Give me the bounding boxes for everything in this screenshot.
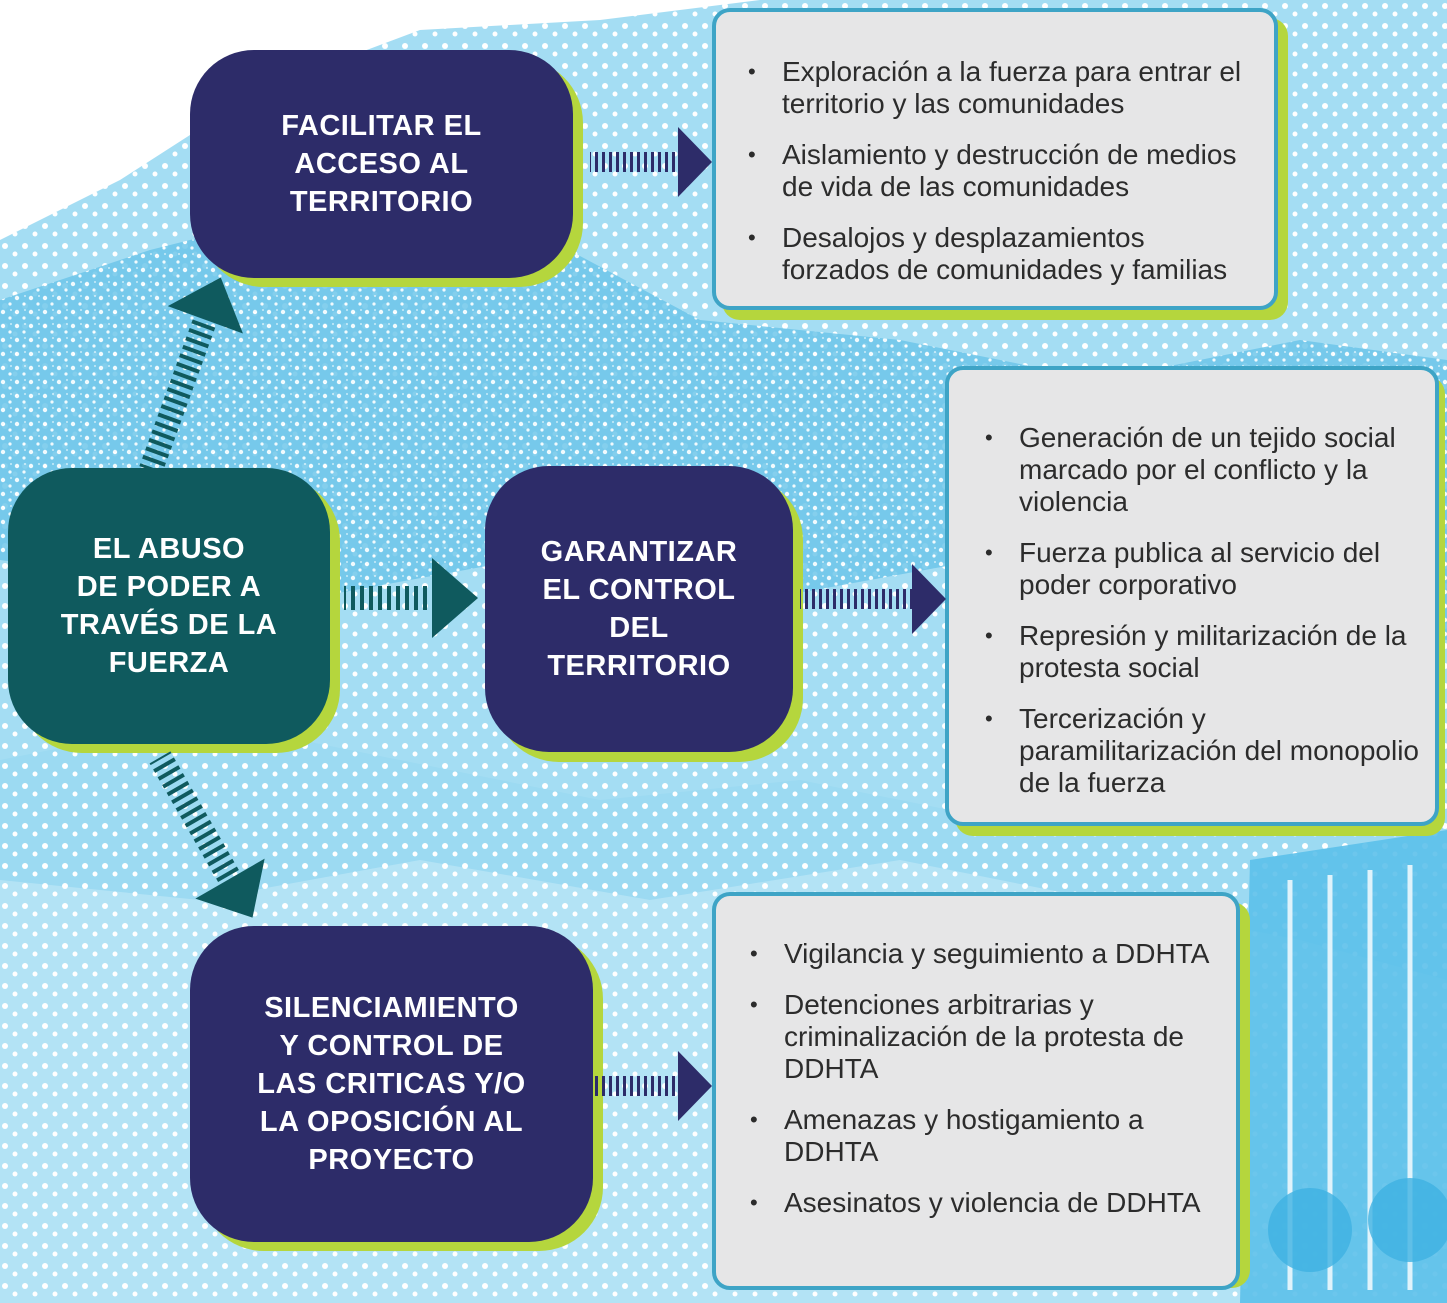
bullet-icon: •	[985, 623, 993, 648]
list-item: •Fuerza publica al servicio del poder co…	[985, 537, 1381, 600]
bullet-icon: •	[750, 992, 758, 1017]
list-item: •Exploración a la fuerza para entrar el …	[748, 56, 1242, 119]
access-list-box: •Exploración a la fuerza para entrar el …	[712, 8, 1278, 310]
bullet-icon: •	[748, 142, 756, 167]
access-node-label: FACILITAR EL ACCESO AL TERRITORIO	[281, 110, 482, 218]
silencing-node-label: SILENCIAMIENTO Y CONTROL DE LAS CRITICAS…	[257, 992, 526, 1176]
list-item: • Represión y militarización de la prote…	[985, 620, 1407, 683]
control-node: GARANTIZAR EL CONTROL DEL TERRITORIO	[485, 466, 793, 752]
center-node-label: EL ABUSO DE PODER A TRAVÉS DE LA FUERZA	[60, 533, 278, 679]
list-item: •Aislamiento y destrucción de medios de …	[748, 139, 1237, 202]
bullet-icon: •	[750, 1190, 758, 1215]
silencing-node: SILENCIAMIENTO Y CONTROL DE LAS CRITICAS…	[190, 926, 593, 1242]
list-item: • Vigilancia y seguimiento a DDHTA	[750, 938, 1210, 969]
access-node: FACILITAR EL ACCESO AL TERRITORIO	[190, 50, 573, 278]
center-node: EL ABUSO DE PODER A TRAVÉS DE LA FUERZA	[8, 468, 330, 744]
bullet-icon: •	[748, 225, 756, 250]
list-item: • Asesinatos y violencia de DDHTA	[750, 1187, 1201, 1218]
silencing-list: • Vigilancia y seguimiento a DDHTA • Det…	[742, 938, 1216, 1219]
list-item: •Desalojos y desplazamientos forzados de…	[748, 222, 1228, 285]
bullet-icon: •	[750, 941, 758, 966]
bullet-icon: •	[985, 706, 993, 731]
bullet-icon: •	[748, 59, 756, 84]
control-list-box: •Generación de un tejido social marcado …	[945, 366, 1439, 826]
bullet-icon: •	[985, 425, 993, 450]
control-node-label: GARANTIZAR EL CONTROL DEL TERRITORIO	[540, 536, 738, 682]
list-item: •Tercerización y paramilitarización del …	[985, 703, 1419, 798]
list-item: • Detenciones arbitrarias y criminalizac…	[750, 989, 1184, 1084]
silencing-list-box: • Vigilancia y seguimiento a DDHTA • Det…	[712, 892, 1240, 1290]
control-list: •Generación de un tejido social marcado …	[977, 422, 1419, 799]
list-item: •Generación de un tejido social marcado …	[985, 422, 1396, 517]
list-item: • Amenazas y hostigamiento a DDHTA	[750, 1104, 1144, 1167]
access-list: •Exploración a la fuerza para entrar el …	[740, 56, 1250, 286]
bullet-icon: •	[750, 1107, 758, 1132]
bullet-icon: •	[985, 540, 993, 565]
